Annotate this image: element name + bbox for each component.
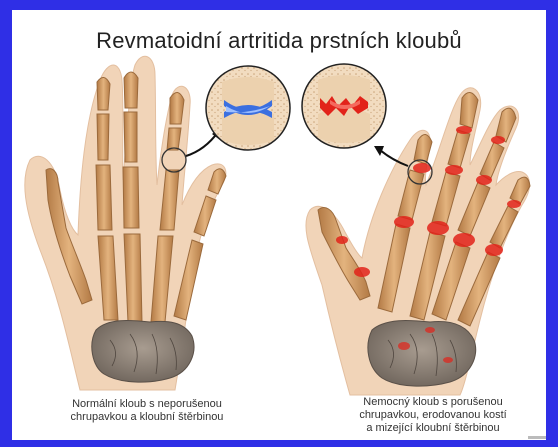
healthy-joint-zoom	[206, 66, 290, 150]
diseased-joint-caption: Nemocný kloub s porušenou chrupavkou, er…	[318, 396, 548, 435]
healthy-hand	[25, 56, 226, 390]
healthy-carpal-bones	[92, 320, 194, 382]
healthy-joint-caption: Normální kloub s neporušenou chrupavkou …	[52, 398, 242, 424]
caption-line: a mizející kloubní štěrbinou	[318, 422, 548, 435]
caption-line: Normální kloub s neporušenou	[52, 398, 242, 411]
healthy-pointer-arrow	[186, 132, 218, 156]
caption-line: chrupavkou, erodovanou kostí	[318, 409, 548, 422]
diseased-carpal-bones	[368, 320, 476, 386]
caption-line: chrupavkou a kloubní štěrbinou	[52, 411, 242, 424]
watermark-mark	[528, 436, 546, 439]
diseased-joint-zoom	[302, 64, 386, 148]
caption-line: Nemocný kloub s porušenou	[318, 396, 548, 409]
